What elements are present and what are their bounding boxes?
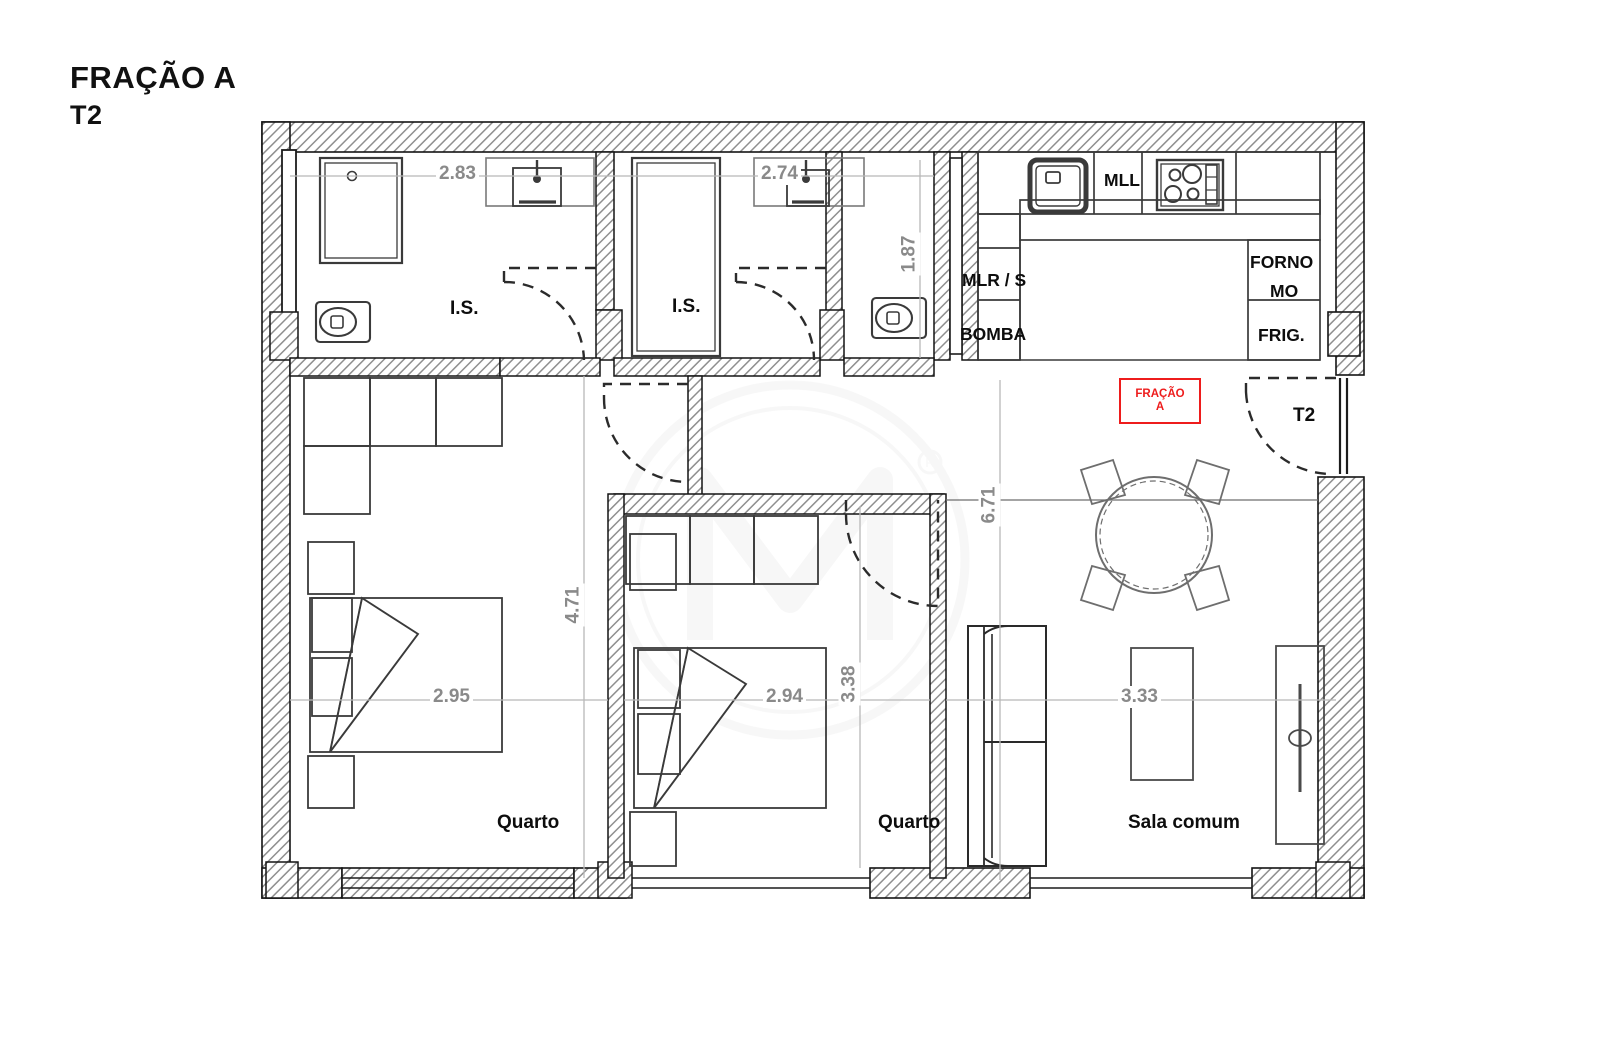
- right-wall-window-upper: [1327, 311, 1361, 357]
- svg-text:R: R: [925, 455, 934, 470]
- appliance-label-mll: MLL: [1104, 170, 1140, 190]
- door-bedroom-1[interactable]: [602, 382, 689, 484]
- appliance-label-frig: FRIG.: [1258, 325, 1305, 345]
- living-room-furniture: [967, 458, 1325, 867]
- appliance-label-forno: FORNO: [1250, 252, 1314, 272]
- dimension-living-width: 3.33: [1118, 686, 1161, 708]
- dimension-bath2-depth: 1.87: [898, 232, 921, 276]
- door-bathroom-1[interactable]: [502, 266, 596, 361]
- dimension-living-depth: 6.71: [978, 483, 1001, 527]
- interior-walls: [289, 151, 979, 879]
- door-bathroom-2[interactable]: [734, 266, 826, 361]
- dimension-bedroom2-width: 2.94: [763, 686, 806, 708]
- appliance-label-mo: MO: [1270, 281, 1299, 301]
- entrance-tag-t2: T2: [1293, 405, 1316, 426]
- door-bedroom-2[interactable]: [844, 500, 940, 608]
- appliance-label-mlr-s: MLR / S: [962, 270, 1027, 290]
- bottom-wall-piers: [265, 861, 1351, 899]
- appliance-label-bomba: BOMBA: [960, 324, 1027, 344]
- kitchen-hall-lines: [978, 240, 1320, 361]
- dimension-bath2-width: 2.74: [758, 163, 801, 185]
- room-label-bathroom-2: I.S.: [672, 296, 701, 317]
- dimension-bath1-width: 2.83: [436, 163, 479, 185]
- fracao-stamp-line1: FRAÇÃO: [1135, 387, 1185, 400]
- room-label-bathroom-1: I.S.: [450, 298, 479, 319]
- bedroom-1-furniture: [303, 377, 503, 809]
- service-shaft: [949, 157, 963, 355]
- bathroom-2-fixtures: [630, 156, 928, 358]
- left-wall-window: [269, 149, 299, 361]
- room-label-sala-comum: Sala comum: [1128, 812, 1240, 833]
- kitchen-units: [977, 151, 1321, 361]
- fracao-a-stamp: FRAÇÃO A: [1119, 378, 1201, 424]
- room-label-bedroom-2: Quarto: [878, 812, 941, 833]
- exterior-walls: [261, 121, 1365, 899]
- dimension-bedroom1-width: 2.95: [430, 686, 473, 708]
- dimension-bedroom1-depth: 4.71: [562, 583, 585, 627]
- page-title: FRAÇÃO A: [70, 60, 237, 95]
- bedroom-2-furniture: [625, 515, 827, 867]
- dimension-bedroom2-depth: 3.38: [838, 662, 861, 706]
- bottom-windows: [342, 877, 1252, 889]
- title-block: FRAÇÃO A T2: [70, 60, 237, 130]
- room-label-bedroom-1: Quarto: [497, 812, 560, 833]
- page-subtitle: T2: [70, 99, 103, 130]
- entrance-door[interactable]: [1244, 376, 1349, 476]
- fracao-stamp-line2: A: [1155, 401, 1165, 413]
